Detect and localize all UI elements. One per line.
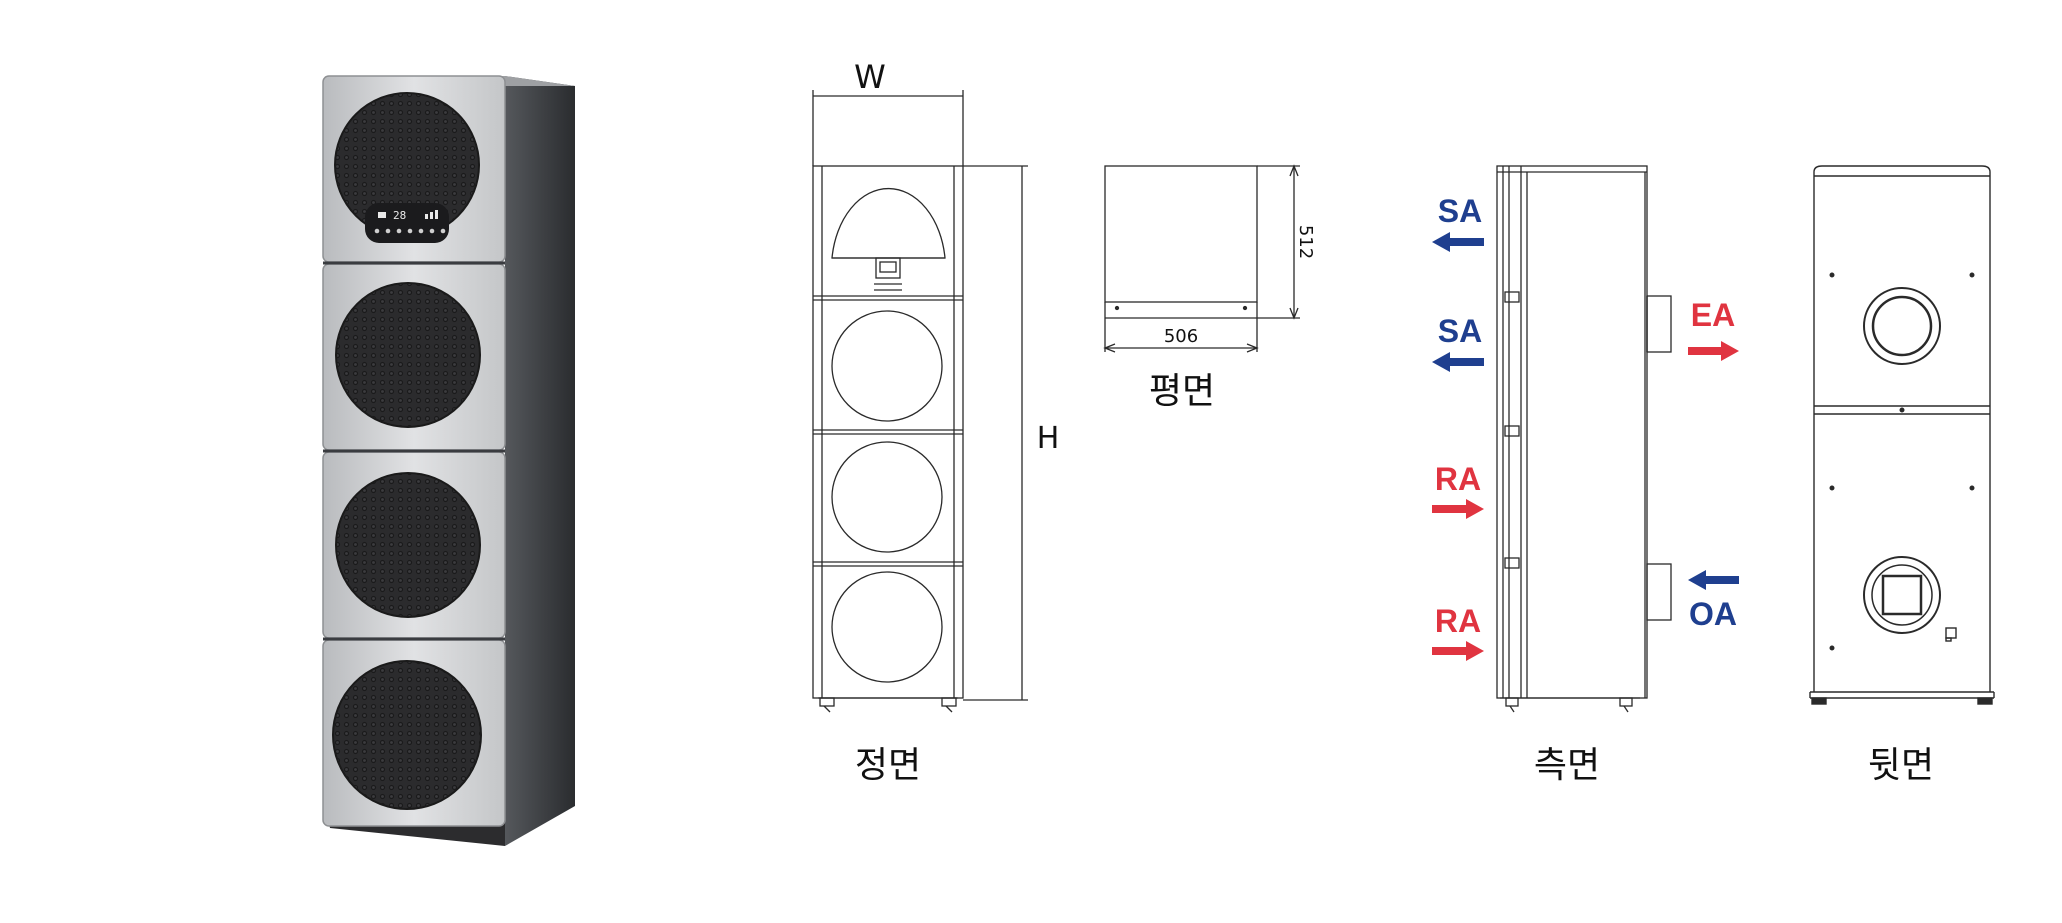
width-label: W	[854, 58, 886, 96]
depth-dimension: 512	[1295, 225, 1316, 259]
airflow-label-sa-top: SA	[1438, 193, 1482, 229]
display-temperature: 28	[393, 209, 406, 222]
product-photo: 28	[322, 75, 575, 846]
arrow-right-icon	[1688, 341, 1739, 361]
airflow-label-ea: EA	[1691, 297, 1735, 333]
height-label: H	[1037, 421, 1060, 456]
arrow-left-icon	[1688, 570, 1739, 590]
plan-width-dimension: 506	[1164, 326, 1198, 347]
plan-view	[1103, 164, 1300, 353]
side-view-label: 측면	[1534, 745, 1600, 786]
airflow-label-oa: OA	[1689, 596, 1737, 632]
arrow-right-icon	[1432, 499, 1484, 519]
rear-view-label: 뒷면	[1868, 745, 1934, 786]
front-view-label: 정면	[855, 745, 921, 786]
control-display: 28	[365, 203, 449, 243]
plan-view-label: 평면	[1149, 371, 1215, 412]
airflow-label-ra-mid: RA	[1435, 461, 1481, 497]
arrow-left-icon	[1432, 232, 1484, 252]
side-view	[1496, 165, 1672, 713]
rear-view	[1809, 165, 1995, 705]
airflow-label-sa-mid: SA	[1438, 313, 1482, 349]
arrow-right-icon	[1432, 641, 1484, 661]
airflow-arrows	[1432, 232, 1739, 661]
arrow-left-icon	[1432, 352, 1484, 372]
front-view	[812, 90, 1028, 713]
airflow-label-ra-bottom: RA	[1435, 603, 1481, 639]
